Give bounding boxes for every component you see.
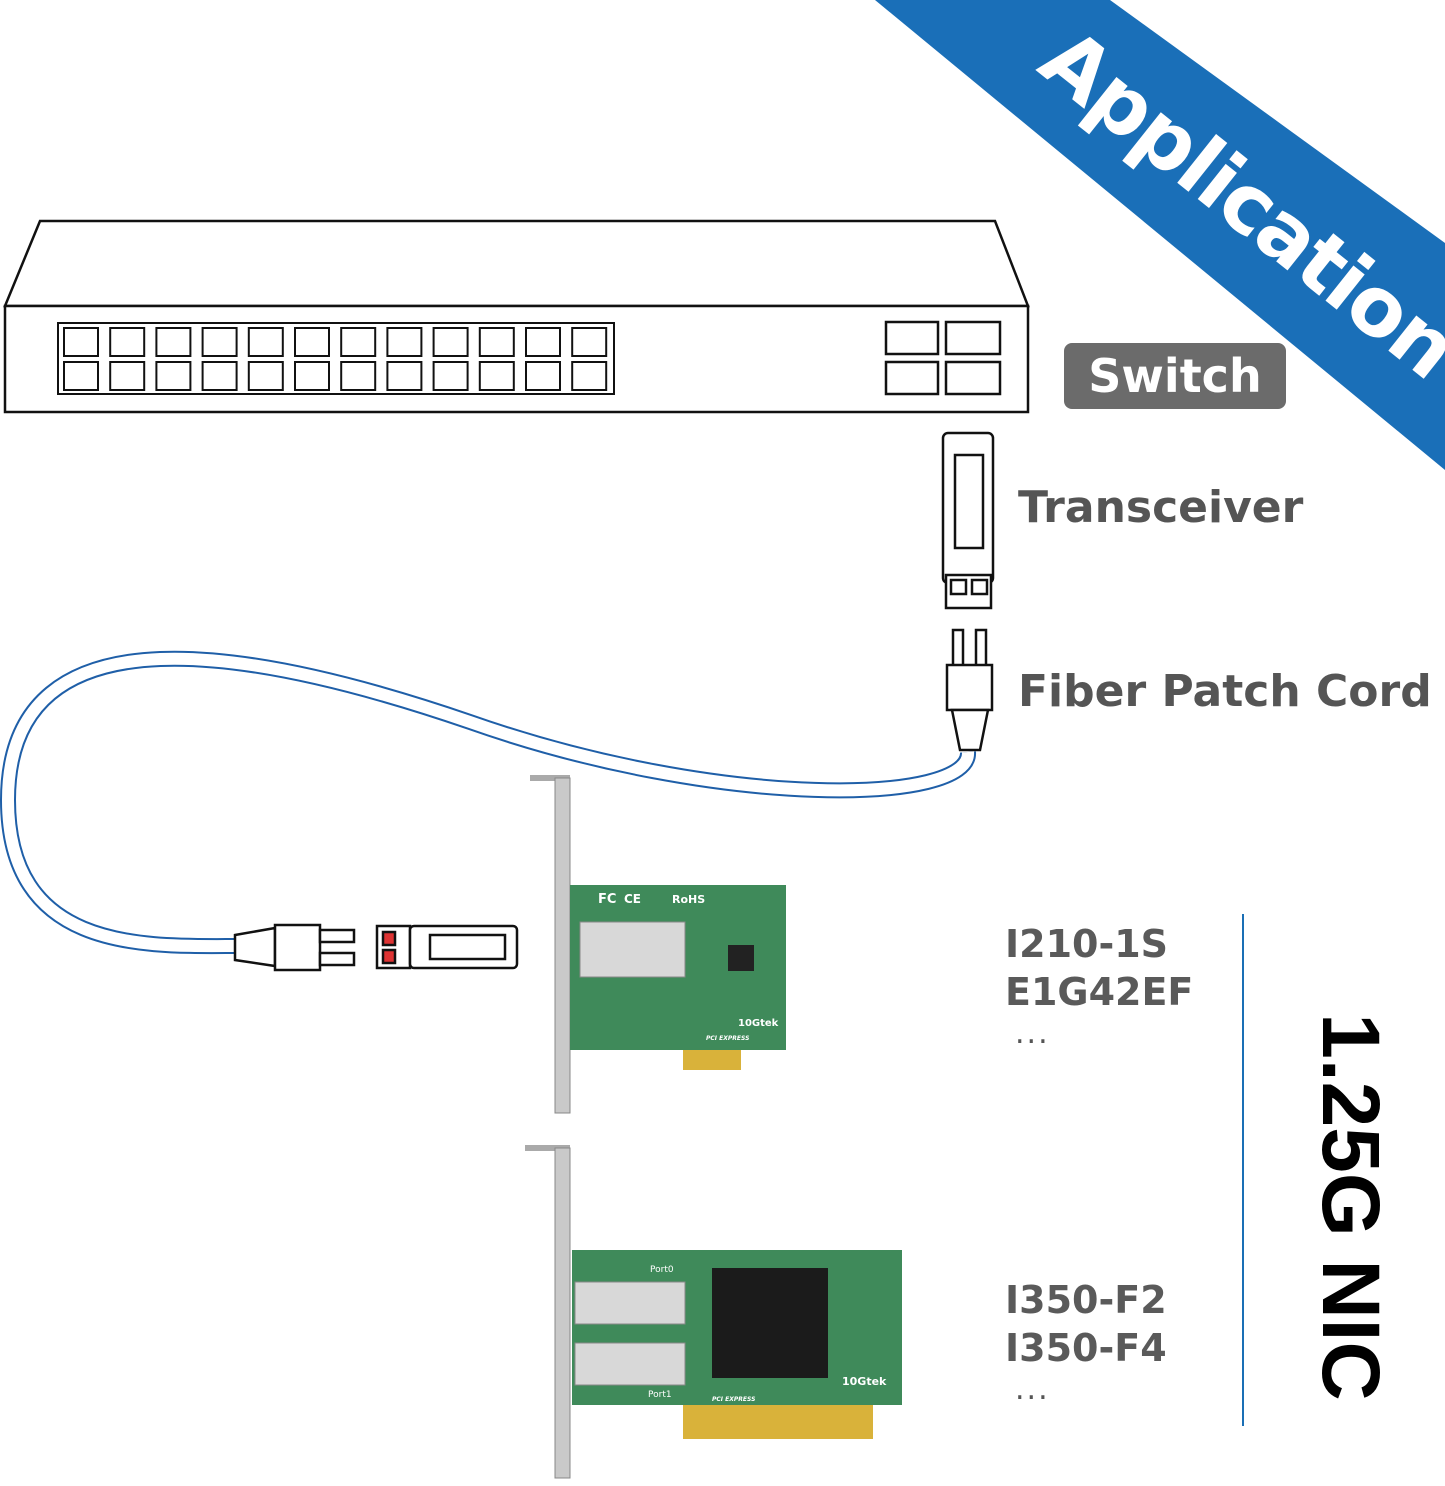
- switch-port: [109, 361, 146, 391]
- switch-port: [201, 327, 238, 357]
- nic-speed-title: 1.25G NIC: [1305, 1013, 1396, 1401]
- model-name: I210-1S: [1005, 922, 1169, 966]
- card1-fc-mark: FC: [598, 892, 616, 907]
- switch-port: [109, 327, 146, 357]
- model-name: E1G42EF: [1005, 970, 1194, 1014]
- switch-port: [432, 327, 469, 357]
- switch-port: [386, 361, 423, 391]
- switch-port: [63, 361, 99, 391]
- lc-connector-horizontal: [233, 923, 356, 972]
- nic-group-2-models: I350-F2 I350-F4 ...: [1005, 1276, 1167, 1407]
- more-models-ellipsis: ...: [1015, 1372, 1050, 1407]
- card2-port0: Port0: [650, 1265, 674, 1275]
- model-name: I350-F4: [1005, 1326, 1167, 1370]
- switch-port: [155, 327, 192, 357]
- card1-rohs-mark: RoHS: [672, 893, 705, 906]
- card2-brand: 10Gtek: [842, 1375, 887, 1388]
- switch-port: [63, 327, 99, 357]
- card2-port1: Port1: [648, 1390, 672, 1400]
- switch-port: [386, 327, 423, 357]
- card2-pci-express-logo: PCI EXPRESS: [712, 1396, 755, 1403]
- switch-port: [525, 361, 561, 391]
- transceiver-illustration: [941, 431, 995, 610]
- switch-port: [155, 361, 192, 391]
- switch-port: [340, 327, 377, 357]
- switch-illustration: [3, 219, 1030, 414]
- switch-port: [294, 327, 330, 357]
- model-name: I350-F2: [1005, 1278, 1167, 1322]
- fiber-cable: [0, 650, 976, 955]
- nic-group-1-models: I210-1S E1G42EF ...: [1005, 920, 1193, 1051]
- fiber-patch-cord-label: Fiber Patch Cord: [1018, 666, 1432, 717]
- switch-label: Switch: [1064, 343, 1286, 409]
- switch-port: [432, 361, 469, 391]
- divider-line: [1242, 914, 1244, 1426]
- card1-ce-mark: CE: [624, 892, 641, 906]
- card1-brand: 10Gtek: [738, 1018, 779, 1029]
- switch-port: [478, 327, 515, 357]
- switch-port: [247, 327, 284, 357]
- switch-port: [340, 361, 377, 391]
- sfp-module-horizontal: [375, 924, 519, 970]
- switch-port: [571, 327, 608, 357]
- nic-card-dual-port: Port0 Port1 10Gtek PCI EXPRESS: [525, 1145, 902, 1479]
- application-banner: [875, 0, 1445, 470]
- card1-pci-express-logo: PCI EXPRESS: [706, 1035, 749, 1042]
- switch-port: [478, 361, 515, 391]
- switch-port: [571, 361, 608, 391]
- more-models-ellipsis: ...: [1015, 1016, 1050, 1051]
- switch-port: [294, 361, 330, 391]
- lc-connector-vertical: [945, 628, 994, 752]
- switch-port: [247, 361, 284, 391]
- switch-port: [525, 327, 561, 357]
- transceiver-label: Transceiver: [1018, 482, 1304, 533]
- nic-card-single-port: FC CE RoHS 10Gtek PCI EXPRESS: [530, 775, 786, 1114]
- switch-port: [201, 361, 238, 391]
